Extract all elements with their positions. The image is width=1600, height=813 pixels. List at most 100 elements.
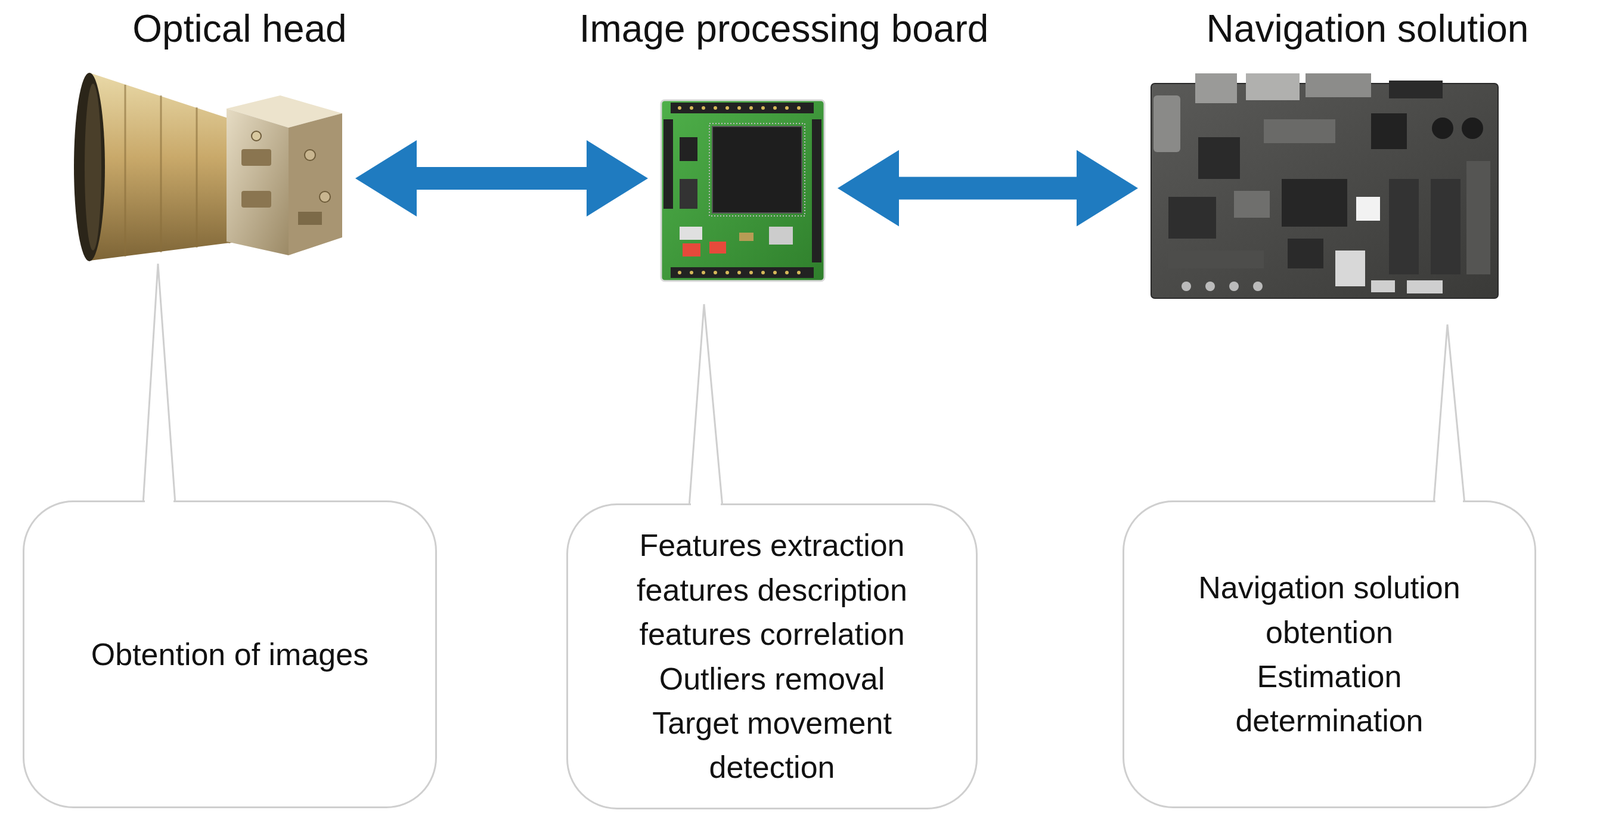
illustration-part [1195,73,1237,104]
illustration-part [1205,281,1215,291]
illustration-part [737,270,741,275]
illustration-part [1431,117,1454,139]
illustration-part [761,106,765,110]
illustration-part [1461,117,1484,139]
illustration-part [663,119,674,209]
illustration-part [677,270,682,275]
illustration-part [1198,137,1240,179]
illustration-part [1153,95,1181,153]
illustration-part [661,100,825,281]
illustration-part [1287,238,1324,269]
illustration-part [1433,324,1465,504]
illustration-part [319,191,331,203]
illustration-part [670,267,814,278]
illustration-part [785,270,789,275]
illustration-part [679,178,698,209]
illustration-part [1388,178,1419,275]
callout-text: Target movement detection [605,700,939,790]
illustration-part [811,119,822,263]
illustration-part [1371,113,1407,150]
illustration-part [73,72,105,262]
illustration-part [1151,83,1499,299]
illustration-part [677,106,682,110]
illustration-part [124,84,127,257]
illustration-part [797,106,801,110]
illustration-part [679,226,703,240]
illustration-part [304,149,316,161]
illustration-part [739,232,754,241]
illustration-part [1356,196,1381,221]
illustration-part [709,241,727,254]
illustration-part [1335,250,1366,287]
illustration-part [713,270,718,275]
callout-text: Features extraction [639,522,905,567]
illustration-part [1181,281,1192,291]
illustration-part [797,270,801,275]
illustration-part [160,95,163,253]
illustration-part [737,106,741,110]
illustration-part [1233,190,1270,218]
illustration-part [1466,160,1491,275]
illustration-part [241,190,272,208]
component-heading: Optical head [132,7,347,52]
block-arrow [837,150,1139,227]
illustration-part [670,102,814,114]
illustration-part [1263,119,1336,144]
illustration-part [1371,280,1395,293]
illustration-part [749,106,753,110]
camera-illustration [73,72,343,262]
illustration-part [241,149,272,166]
illustration-part [689,270,694,275]
fpga-board-illustration [661,100,825,281]
illustration-part [1245,73,1300,101]
illustration-part [1281,178,1348,227]
illustration-part [785,106,789,110]
callout-text: Outliers removal [659,656,886,701]
illustration-part [689,304,723,507]
illustration-part [1229,281,1239,291]
illustration-part [773,270,777,275]
component-node: Image processing board [661,100,825,281]
component-node: Optical head [76,71,343,261]
illustration-part [1388,80,1443,99]
component-heading: Image processing board [579,7,989,52]
illustration-part [1168,196,1217,239]
callout-text: features description [636,567,908,612]
callout-pointer [143,263,1465,507]
illustration-part [773,106,777,110]
illustration-part [725,106,730,110]
illustration-part [84,83,102,251]
illustration-part [749,270,753,275]
illustration-part [226,108,289,256]
illustration-part [1406,280,1443,294]
illustration-part [761,270,765,275]
illustration-part [713,106,718,110]
callout-text: Estimation determination [1162,653,1497,743]
illustration-part [143,263,176,504]
callout-text: features correlation [639,611,905,656]
illustration-part [682,243,701,257]
component-heading: Navigation solution [1206,7,1530,52]
illustration-part [701,270,706,275]
callout-text: Obtention of images [91,631,369,677]
illustration-part [712,126,802,213]
illustration-part [689,106,694,110]
illustration-part [196,107,198,248]
illustration-part [298,211,322,225]
illustration-part [701,106,706,110]
navigation-board-illustration [1151,73,1499,299]
block-arrow [355,140,648,217]
illustration-part [1168,250,1264,269]
illustration-part [709,123,805,216]
callout-box: Navigation solution obtentionEstimation … [1122,500,1537,808]
illustration-part [769,226,793,245]
callout-box: Features extractionfeatures descriptionf… [566,503,978,809]
callout-text: Navigation solution obtention [1162,565,1497,654]
illustration-part [251,131,262,141]
illustration-part [1253,281,1263,291]
illustration-part [725,270,730,275]
illustration-part [679,137,698,161]
illustration-part [288,113,343,256]
illustration-part [1305,73,1372,98]
callout-box: Obtention of images [22,500,437,808]
